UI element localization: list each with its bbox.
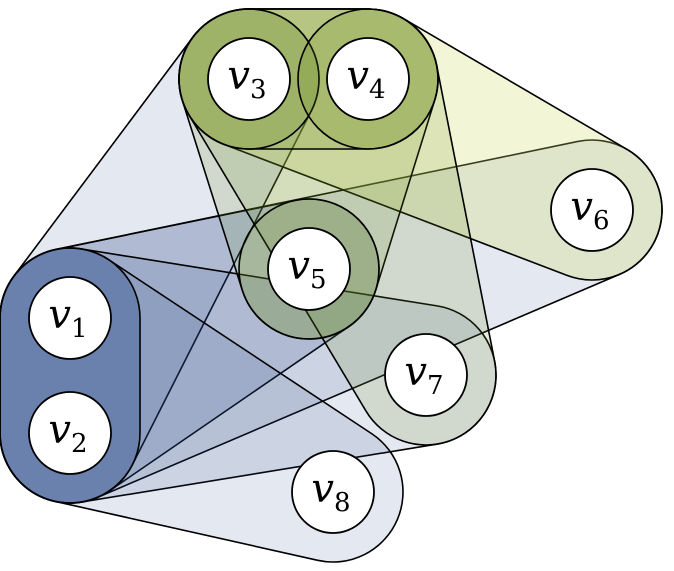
vertex-circle — [384, 333, 468, 417]
vertex-circle — [28, 391, 112, 475]
vertex-subscript: 2 — [71, 429, 88, 459]
vertex-subscript: 6 — [593, 206, 610, 236]
vertex-label: v7 — [404, 349, 443, 401]
vertex-label: v2 — [48, 407, 87, 459]
vertex-letter: v — [404, 349, 427, 395]
vertex-circle — [267, 227, 351, 311]
vertex-label: v1 — [48, 292, 87, 344]
vertex-v3: v3 — [207, 37, 291, 121]
vertex-subscript: 3 — [250, 75, 267, 105]
vertex-subscript: 5 — [310, 265, 327, 295]
vertex-letter: v — [570, 184, 593, 230]
vertex-letter: v — [48, 292, 71, 338]
vertex-subscript: 7 — [427, 371, 444, 401]
vertex-label: v6 — [570, 184, 609, 236]
vertex-letter: v — [346, 53, 369, 99]
vertex-letter: v — [287, 243, 310, 289]
vertex-label: v5 — [287, 243, 326, 295]
vertex-circle — [28, 276, 112, 360]
vertex-subscript: 1 — [71, 314, 88, 344]
vertex-letter: v — [227, 53, 250, 99]
vertex-v8: v8 — [291, 450, 375, 534]
vertex-circle — [550, 168, 634, 252]
vertex-subscript: 4 — [369, 75, 386, 105]
vertex-v6: v6 — [550, 168, 634, 252]
vertex-label: v4 — [346, 53, 385, 105]
vertex-v7: v7 — [384, 333, 468, 417]
vertex-label: v3 — [227, 53, 266, 105]
vertex-v1: v1 — [28, 276, 112, 360]
vertex-circle — [291, 450, 375, 534]
vertex-v4: v4 — [326, 37, 410, 121]
vertex-v2: v2 — [28, 391, 112, 475]
vertex-letter: v — [48, 407, 71, 453]
vertex-circle — [207, 37, 291, 121]
vertex-label: v8 — [311, 466, 350, 518]
vertex-circle — [326, 37, 410, 121]
vertex-subscript: 8 — [334, 488, 351, 518]
vertex-v5: v5 — [267, 227, 351, 311]
vertex-letter: v — [311, 466, 334, 512]
